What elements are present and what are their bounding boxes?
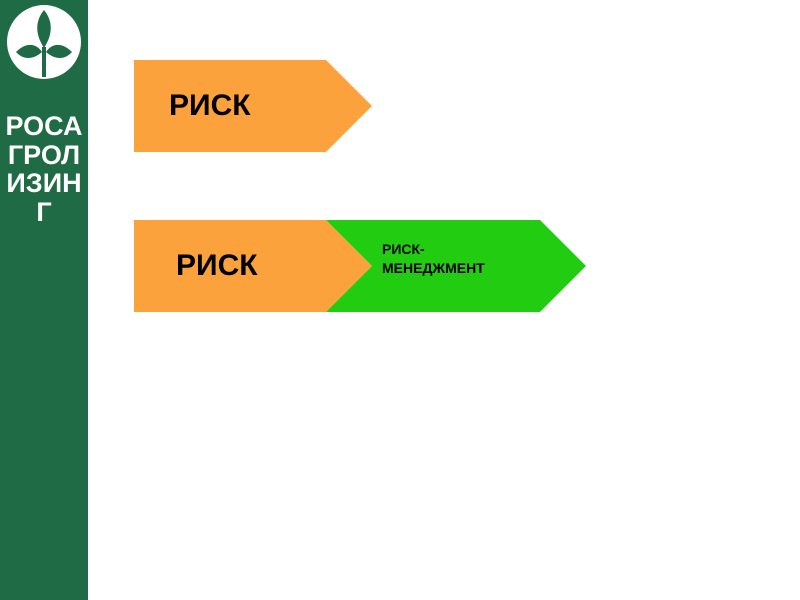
vertical-brand-text: РОСАГРОЛИЗИНГ [0,112,88,226]
risk-management-label-line-1: РИСК- [382,241,425,257]
risk-management-arrow [326,220,586,312]
sprout-in-circle-icon [7,5,81,79]
risk-arrow-1 [134,60,372,152]
sidebar: РОСАГРОЛИЗИНГ [0,0,88,600]
risk-arrow-2 [134,220,372,312]
risk-management-label-line-2: МЕНЕДЖМЕНТ [382,260,485,276]
risk-management-label: РИСК- МЕНЕДЖМЕНТ [382,240,552,278]
brand-vertical-text: РОСАГРОЛИЗИНГ [5,111,83,227]
risk-label-1: РИСК [169,89,251,122]
risk-label-2: РИСК [176,249,258,282]
